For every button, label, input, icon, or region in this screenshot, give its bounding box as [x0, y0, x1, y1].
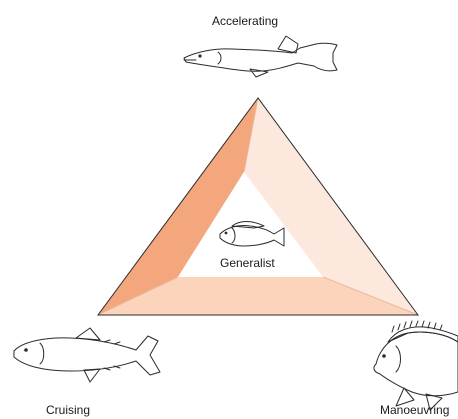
- perch-fish-icon: [219, 221, 285, 247]
- label-cruising: Cruising: [46, 403, 90, 417]
- label-manoeuvring: Manoeuvring: [380, 403, 449, 417]
- inner-triangle: [178, 172, 323, 277]
- bottom-face: [98, 277, 418, 315]
- right-face: [244, 98, 418, 315]
- label-generalist: Generalist: [220, 256, 275, 270]
- pike-fish-icon: [183, 35, 338, 78]
- tuna-fish-icon: [13, 327, 161, 383]
- label-accelerating: Accelerating: [212, 14, 278, 28]
- reef-fish-icon: [373, 320, 458, 411]
- triangle-outline: [97, 97, 419, 316]
